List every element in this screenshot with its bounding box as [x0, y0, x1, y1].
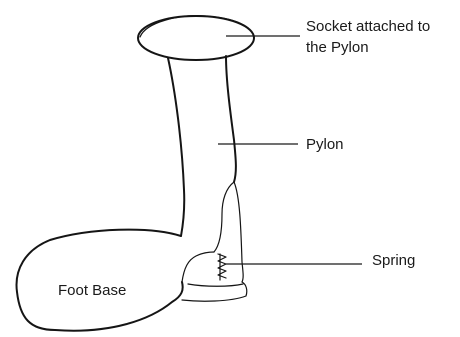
socket	[138, 16, 254, 60]
socket-label: Socket attached to the Pylon	[306, 16, 430, 58]
pylon	[168, 56, 243, 282]
spring-label: Spring	[372, 250, 415, 271]
foot-base	[17, 230, 247, 331]
pylon-label: Pylon	[306, 134, 344, 155]
socket-label-line-1: Socket attached to	[306, 16, 430, 37]
socket-label-line-2: the Pylon	[306, 37, 430, 58]
spring	[218, 254, 226, 280]
foot-base-label: Foot Base	[58, 280, 126, 301]
